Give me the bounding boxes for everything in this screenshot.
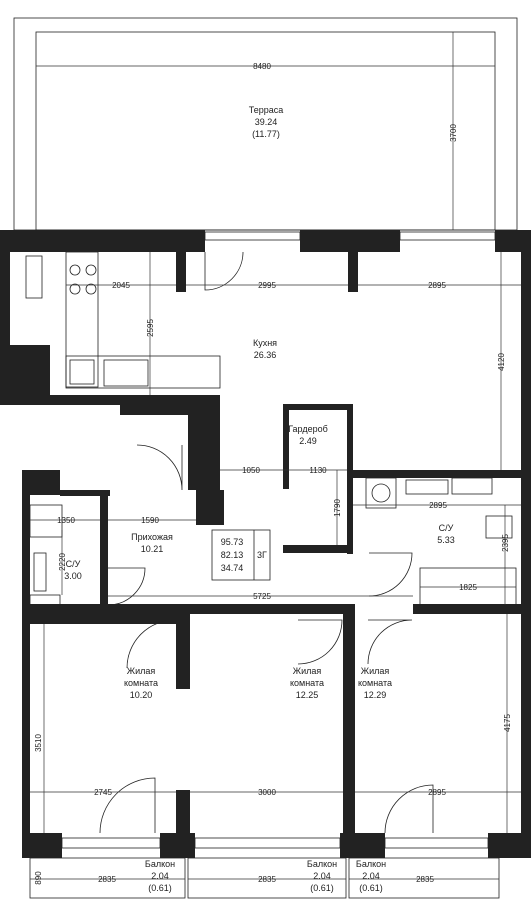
- room1-name-line2: комната: [124, 678, 158, 688]
- summary-living-total: 82.13: [221, 550, 244, 560]
- dim-room2-w: 3000: [258, 788, 276, 797]
- kitchen-area: 26.36: [254, 350, 277, 360]
- kitchen-name: Кухня: [253, 338, 277, 348]
- balcony2-name: Балкон: [307, 859, 337, 869]
- bath-left-name: С/У: [66, 559, 81, 569]
- balcony3-name: Балкон: [356, 859, 386, 869]
- dim-balc2-w: 2835: [258, 875, 276, 884]
- dim-room3-h: 4175: [503, 714, 512, 732]
- room3-area: 12.29: [364, 690, 387, 700]
- dim-bath-left-w: 1350: [57, 516, 75, 525]
- balcony1-area: 2.04: [151, 871, 169, 881]
- dim-terrace-depth: 3700: [449, 124, 458, 142]
- balcony2-area: 2.04: [313, 871, 331, 881]
- balcony3-area-coef: (0.61): [359, 883, 383, 893]
- wardrobe-name: Гардероб: [288, 424, 328, 434]
- dim-balc1-w: 2835: [98, 875, 116, 884]
- dim-wardrobe-depth: 1790: [333, 499, 342, 517]
- dim-corridor-len: 5725: [253, 592, 271, 601]
- balconies: [29, 857, 500, 899]
- dim-balc-depth: 890: [34, 871, 43, 885]
- dim-room1-h: 3510: [34, 734, 43, 752]
- dimension-lines: [30, 252, 521, 880]
- hallway-name: Прихожая: [131, 532, 173, 542]
- hallway-area: 10.21: [141, 544, 164, 554]
- summary-living: 34.74: [221, 563, 244, 573]
- dim-kitchen-height: 4120: [497, 353, 506, 371]
- terrace-name: Терраса: [249, 105, 284, 115]
- dim-balc3-w: 2835: [416, 875, 434, 884]
- dim-kitchen-left: 2045: [112, 281, 130, 290]
- dim-hall-w: 1590: [141, 516, 159, 525]
- room1-name-line1: Жилая: [127, 666, 156, 676]
- balcony1-name: Балкон: [145, 859, 175, 869]
- dim-bath-right-w: 2895: [429, 501, 447, 510]
- dim-tub: 1825: [459, 583, 477, 592]
- walls: [0, 230, 531, 858]
- bath-right-area: 5.33: [437, 535, 455, 545]
- summary-box: [211, 529, 271, 581]
- room2-name-line1: Жилая: [293, 666, 322, 676]
- dim-room3-w: 2895: [428, 788, 446, 797]
- terrace-area-coef: (11.77): [252, 129, 280, 139]
- dim-kitchen-depth: 2595: [146, 319, 155, 337]
- dim-corridor-a: 1050: [242, 466, 260, 475]
- room3-name-line1: Жилая: [361, 666, 390, 676]
- windows: [61, 231, 496, 849]
- dim-kitchen-right: 2895: [428, 281, 446, 290]
- bath-right-name: С/У: [439, 523, 454, 533]
- summary-type: 3Г: [257, 550, 267, 560]
- summary-total: 95.73: [221, 537, 244, 547]
- dim-kitchen-mid: 2995: [258, 281, 276, 290]
- room2-name-line2: комната: [290, 678, 324, 688]
- doors: [99, 251, 434, 834]
- balcony2-area-coef: (0.61): [310, 883, 334, 893]
- bath-left-area: 3.00: [64, 571, 82, 581]
- room3-name-line2: комната: [358, 678, 392, 688]
- dim-terrace-width: 8480: [253, 62, 271, 71]
- dim-bath-left-h: 2220: [58, 553, 67, 571]
- wardrobe-area: 2.49: [299, 436, 317, 446]
- room2-area: 12.25: [296, 690, 319, 700]
- terrace: [13, 17, 518, 231]
- balcony1-area-coef: (0.61): [148, 883, 172, 893]
- balcony3-area: 2.04: [362, 871, 380, 881]
- dim-bath-right-h: 2395: [501, 534, 510, 552]
- room1-area: 10.20: [130, 690, 153, 700]
- dim-corridor-b: 1130: [309, 466, 327, 475]
- dim-room1-w: 2745: [94, 788, 112, 797]
- terrace-area: 39.24: [255, 117, 278, 127]
- kitchen-fixtures: [25, 251, 221, 389]
